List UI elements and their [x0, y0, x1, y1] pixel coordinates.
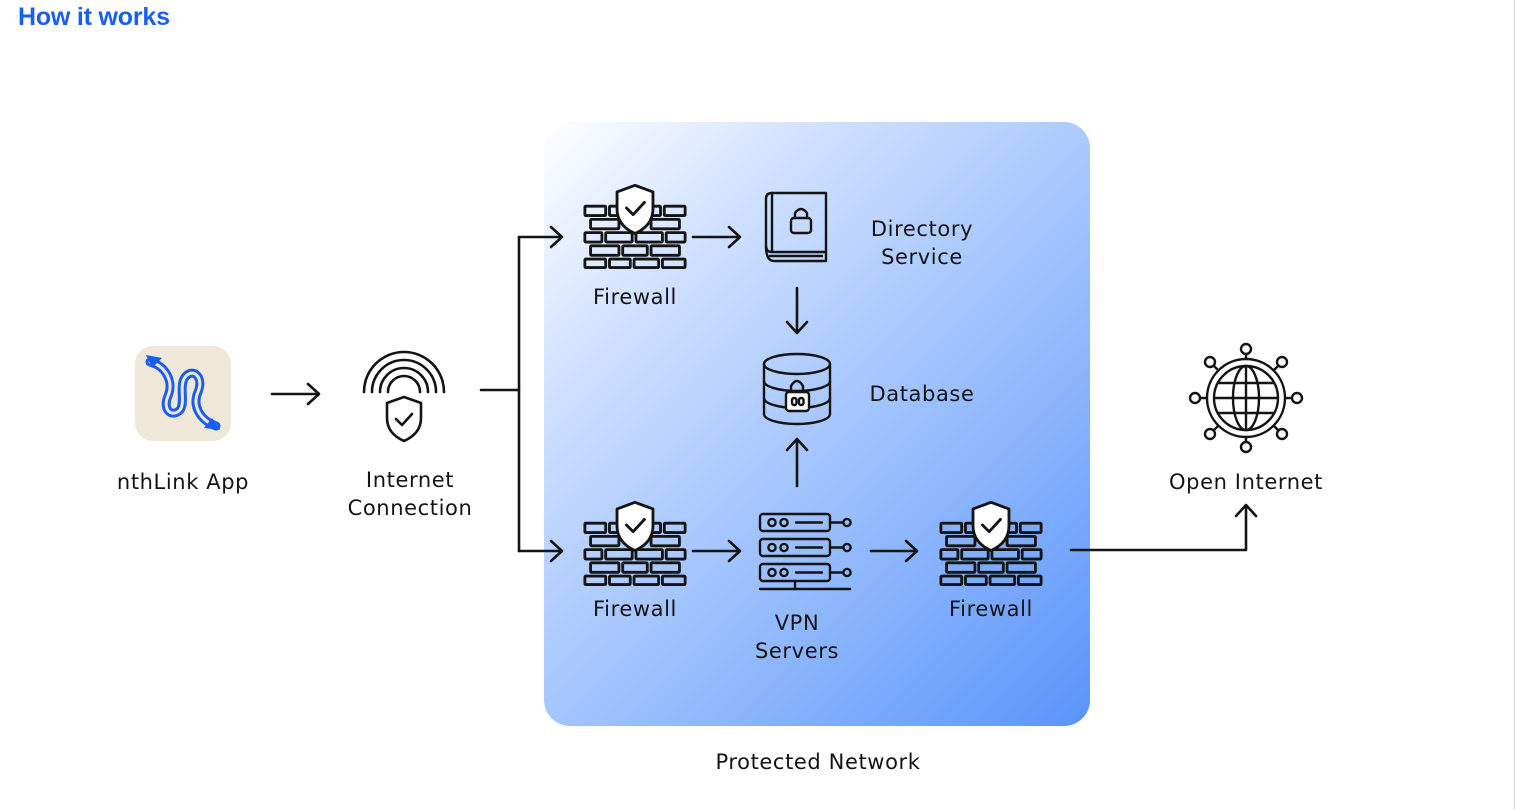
internet-connection-label-line1: Internet	[365, 468, 455, 492]
internet-connection-label-line2: Connection	[347, 496, 473, 520]
server-rack-icon	[758, 512, 852, 591]
globe-network-icon	[1188, 342, 1304, 454]
app-label: nthLink App	[116, 470, 250, 494]
internet-connection-label: Internet Connection	[330, 466, 490, 522]
vpn-servers-label-line2: Servers	[754, 639, 839, 663]
directory-service-label: Directory Service	[852, 215, 992, 271]
firewall-bottom-right-label: Firewall	[949, 597, 1033, 621]
firewall-icon	[583, 500, 687, 586]
firewall-icon	[583, 183, 687, 269]
firewall-icon	[939, 500, 1043, 586]
vpn-servers-label: VPN Servers	[727, 609, 867, 665]
directory-book-icon	[764, 191, 828, 263]
right-divider	[1514, 0, 1515, 809]
database-label: Database	[869, 382, 975, 406]
connectors	[270, 225, 1258, 563]
nthlink-logo-icon	[135, 346, 231, 441]
wifi-shield-icon	[362, 350, 446, 443]
vpn-servers-label-line1: VPN	[774, 611, 820, 635]
firewall-bottom-left-label: Firewall	[593, 597, 677, 621]
open-internet-label: Open Internet	[1169, 470, 1323, 494]
firewall-top-label: Firewall	[593, 285, 677, 309]
directory-service-label-line2: Service	[881, 245, 963, 269]
arrow-firewall-to-open-internet	[1069, 504, 1248, 552]
page-title: How it works	[18, 3, 170, 31]
protected-network-label: Protected Network	[715, 750, 921, 774]
database-lock-icon	[762, 352, 832, 426]
directory-service-label-line1: Directory	[870, 217, 974, 241]
